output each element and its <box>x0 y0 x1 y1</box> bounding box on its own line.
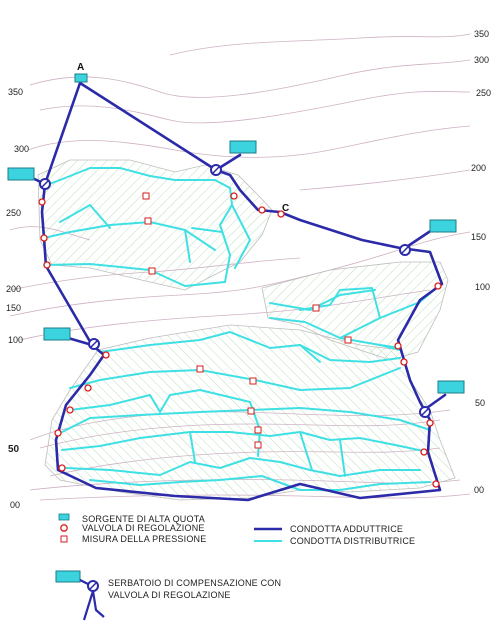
tank-icon <box>419 380 465 418</box>
service-zones <box>37 159 456 501</box>
tank-icon <box>210 140 257 176</box>
elevation-label: 300 <box>474 55 489 65</box>
legend-label: VALVOLA DI REGOLAZIONE <box>82 523 205 533</box>
legend: SORGENTE DI ALTA QUOTA VALVOLA DI REGOLA… <box>55 513 415 621</box>
source-icon <box>58 513 70 521</box>
elevation-label: 50 <box>475 398 485 408</box>
legend-label: SORGENTE DI ALTA QUOTA <box>82 514 205 524</box>
elevation-label: 150 <box>471 232 486 242</box>
tank-icon <box>399 219 457 256</box>
compensation-tanks <box>7 140 465 418</box>
elevation-label: 350 <box>474 29 489 39</box>
regulation-valves <box>38 192 442 488</box>
elevation-label: 250 <box>6 208 21 218</box>
point-label-a: A <box>77 62 84 73</box>
pressure-points <box>142 192 352 449</box>
tank-icon <box>7 167 51 190</box>
elevation-label: 00 <box>10 500 20 510</box>
legend-label: CONDOTTA DISTRIBUTRICE <box>290 536 415 546</box>
elevation-label: 350 <box>8 87 23 97</box>
legend-label: MISURA DELLA PRESSIONE <box>82 534 206 544</box>
legend-item-pressure: MISURA DELLA PRESSIONE <box>60 534 206 544</box>
legend-label: VALVOLA DI REGOLAZIONE <box>108 590 231 600</box>
high-source-icon <box>74 73 88 83</box>
elevation-label: 50 <box>8 444 20 455</box>
legend-item-source: SORGENTE DI ALTA QUOTA <box>58 513 205 524</box>
legend-item-valve: VALVOLA DI REGOLAZIONE <box>60 523 205 533</box>
elevation-labels-right: 350 300 250 200 150 100 50 00 <box>471 29 491 495</box>
pressure-icon <box>60 535 68 543</box>
point-label-c: C <box>282 203 289 214</box>
elevation-label: 200 <box>471 163 486 173</box>
tank-icon <box>43 327 100 350</box>
elevation-label: 00 <box>474 485 484 495</box>
legend-item-tank: SERBATOIO DI COMPENSAZIONE CON VALVOLA D… <box>55 570 281 621</box>
legend-item-main-pipe: CONDOTTA ADDUTTRICE <box>254 524 403 534</box>
legend-label: CONDOTTA ADDUTTRICE <box>290 524 403 534</box>
elevation-label: 300 <box>14 144 29 154</box>
legend-item-dist-pipe: CONDOTTA DISTRIBUTRICE <box>254 536 415 546</box>
legend-label: SERBATOIO DI COMPENSAZIONE CON <box>108 578 281 588</box>
valve-icon <box>60 524 68 532</box>
elevation-label: 200 <box>6 284 21 294</box>
elevation-label: 100 <box>8 335 23 345</box>
zone-upper <box>37 159 273 291</box>
elevation-labels-left: 350 300 250 200 150 100 50 00 <box>6 87 29 510</box>
tank-icon <box>55 570 81 583</box>
elevation-label: 100 <box>475 282 490 292</box>
elevation-label: 150 <box>6 303 21 313</box>
elevation-label: 250 <box>476 88 491 98</box>
